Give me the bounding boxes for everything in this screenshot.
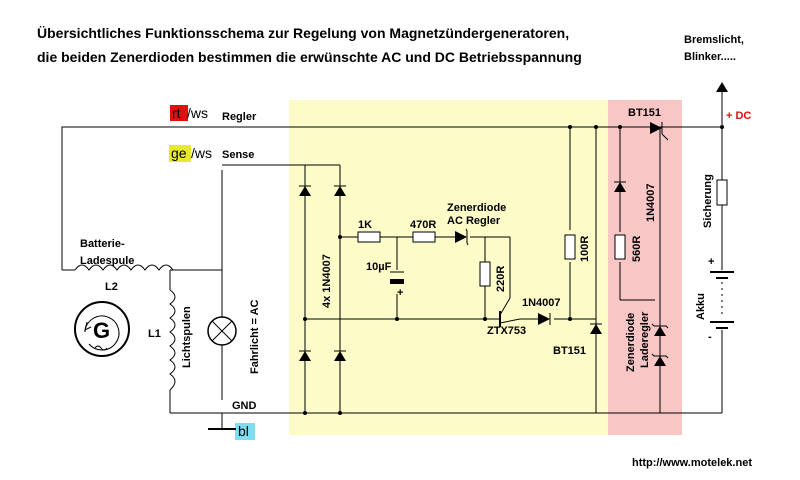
batterie-label: Batterie- (80, 238, 125, 250)
generator-symbol (74, 301, 130, 357)
r-100-label: 100R (579, 236, 591, 262)
r-470-label: 470R (410, 219, 436, 231)
transistor-ztx753 (395, 297, 521, 327)
wiring (61, 85, 723, 430)
bl-code: bl (238, 423, 249, 439)
r-560-label: 560R (631, 236, 643, 262)
resistor-220r (479, 261, 491, 287)
d-1n4007-mid-label: 1N4007 (522, 297, 561, 309)
ge-tag (169, 145, 191, 162)
blinker-label: Blinker..... (684, 51, 736, 63)
transistor-label: ZTX753 (487, 325, 526, 337)
resistor-560r (614, 234, 626, 260)
thyristor-top-label: BT151 (628, 107, 661, 119)
dc-arrow-icon (716, 82, 728, 92)
zener-ac-label-1: Zenerdiode (447, 202, 506, 214)
dc-plus-label: + DC (726, 110, 751, 122)
url-footer: http://www.motelek.net (632, 457, 752, 469)
d-1n4007-right-label: 1N4007 (645, 183, 657, 222)
sense-wire-label: Sense (222, 149, 254, 161)
zener-ac-regler (455, 228, 469, 246)
r-220-label: 220R (495, 266, 507, 292)
pink-dc-zone (608, 100, 682, 435)
yellow-ac-zone (289, 100, 608, 435)
zener-ac-label-2: AC Regler (447, 215, 501, 227)
cap-plus-label: + (397, 287, 403, 299)
regler-wire-label: Regler (222, 111, 257, 123)
ge-code: ge (171, 145, 187, 161)
battery-minus: - (708, 331, 712, 343)
thyristor-low-label: BT151 (553, 345, 586, 357)
bridge-rectifier (299, 185, 346, 415)
bl-tag (235, 423, 255, 440)
rt-tag (170, 105, 188, 121)
diode-1n4007-right (614, 181, 626, 192)
bremslicht-label: Bremslicht, (684, 34, 744, 46)
battery-akku (710, 271, 734, 329)
ladespule-label: Ladespule (80, 255, 134, 267)
rt-code: rt (172, 105, 181, 121)
lichtspulen-l1 (169, 289, 176, 391)
batterie-ladespule-l2 (74, 264, 174, 271)
battery-plus: + (708, 256, 714, 268)
battery-label: Akku (695, 293, 707, 320)
zener-lade-label-2: Laderegler (639, 311, 651, 368)
fahrlicht-label: Fahrlicht = AC (249, 299, 261, 374)
lichtspulen-label: Lichtspulen (181, 306, 193, 368)
resistor-1k (357, 231, 381, 243)
fuse-sicherung (716, 179, 728, 206)
generator-label: G (93, 318, 110, 343)
resistor-100r (564, 234, 576, 260)
l2-label: L2 (105, 281, 118, 293)
zener-lade-label-1: Zenerdiode (625, 313, 637, 372)
thyristor-bt151-low (568, 317, 602, 334)
cap-label: 10µF (366, 261, 392, 273)
fuse-label: Sicherung (702, 174, 714, 228)
ws-code-sense: /ws (191, 145, 212, 161)
capacitor-10uf (390, 271, 404, 284)
thyristor-bt151-top (568, 122, 724, 141)
diagram-title-line1: Übersichtliches Funktionsschema zur Rege… (37, 25, 569, 41)
ws-code-regler: /ws (187, 105, 208, 121)
lamp-fahrlicht (207, 316, 237, 346)
resistor-470r (412, 231, 436, 243)
bridge-diodes-label: 4x 1N4007 (321, 254, 333, 308)
gnd-label: GND (232, 400, 257, 412)
l1-label: L1 (148, 328, 161, 340)
diode-1n4007-mid (538, 313, 551, 325)
zener-laderegler (651, 323, 669, 366)
diagram-title-line2: die beiden Zenerdioden bestimmen die erw… (37, 49, 582, 65)
r-1k-label: 1K (358, 219, 372, 231)
